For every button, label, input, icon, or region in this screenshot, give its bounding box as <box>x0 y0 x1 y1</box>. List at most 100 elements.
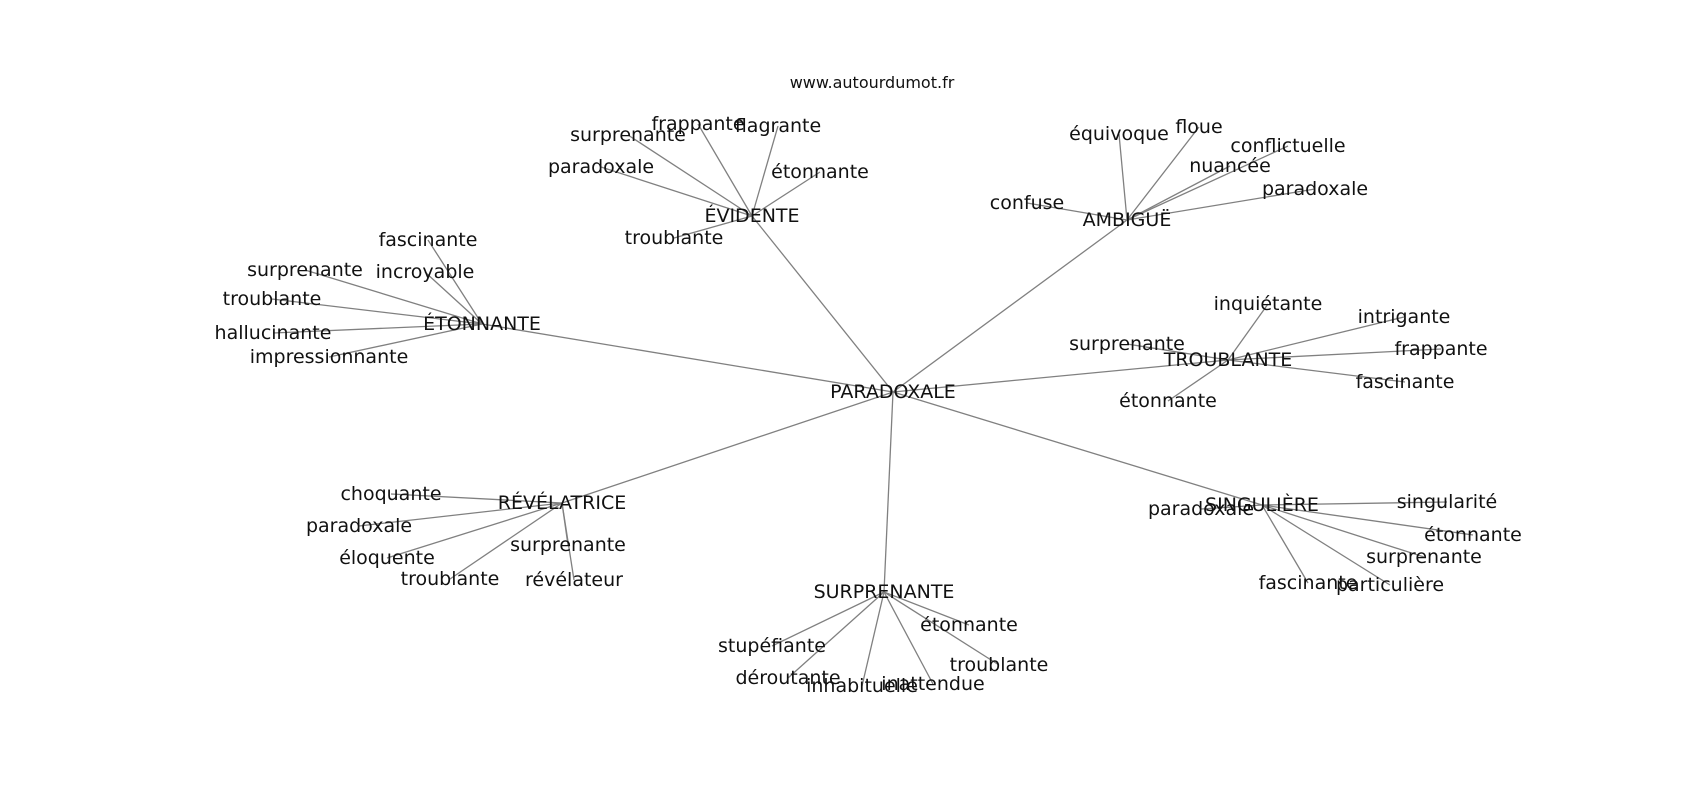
edge-branch-3-leaf-3 <box>1227 348 1442 361</box>
edge-branch-5-leaf-5 <box>1261 504 1391 586</box>
leaf-node-label: singularité <box>1397 491 1497 513</box>
leaf-node-label: fascinante <box>379 229 478 251</box>
edge-branch-4-leaf-1 <box>358 502 563 527</box>
leaf-node-label: particulière <box>1336 574 1444 596</box>
leaf-node-label: confuse <box>990 192 1064 214</box>
edge-branch-5-leaf-3 <box>1261 504 1425 558</box>
branch-node-label: ÉTONNANTE <box>423 312 541 335</box>
edge-branch-6-leaf-0 <box>883 591 970 626</box>
leaf-node-label: surprenante <box>510 534 626 556</box>
edge-branch-2-leaf-3 <box>271 298 483 325</box>
leaf-node-label: étonnante <box>1119 390 1217 412</box>
edge-branch-1-leaf-4 <box>1126 188 1316 221</box>
leaf-node-label: fascinante <box>1259 572 1358 594</box>
leaf-node-label: troublante <box>625 227 724 249</box>
leaf-node-label: floue <box>1175 116 1222 138</box>
graph-labels: PARADOXALEÉVIDENTEfrappanteflagrantesurp… <box>215 113 1522 697</box>
edge-branch-4-leaf-5 <box>561 502 575 581</box>
edge-branch-1-leaf-2 <box>1126 145 1289 221</box>
edge-branch-4-leaf-3 <box>386 502 563 559</box>
edge-center-to-6 <box>883 391 894 593</box>
branch-node-label: SINGULIÈRE <box>1205 493 1319 516</box>
leaf-node-label: étonnante <box>771 161 869 183</box>
edge-branch-6-leaf-5 <box>861 591 885 687</box>
edge-branch-5-leaf-4 <box>1261 504 1309 584</box>
edge-branch-1-leaf-0 <box>1118 133 1128 221</box>
leaf-node-label: fascinante <box>1356 371 1455 393</box>
edge-branch-2-leaf-5 <box>328 323 483 358</box>
leaf-node-label: étonnante <box>1424 524 1522 546</box>
edge-center-to-4 <box>561 391 894 504</box>
edge-branch-2-leaf-4 <box>272 323 483 334</box>
leaf-node-label: impressionnante <box>250 346 409 368</box>
leaf-node-label: troublante <box>401 568 500 590</box>
edge-branch-5-leaf-1 <box>1261 501 1448 506</box>
leaf-node-label: paradoxale <box>1262 178 1368 200</box>
edge-branch-5-leaf-0 <box>1200 504 1263 510</box>
branch-node-label: RÉVÉLATRICE <box>498 491 626 514</box>
edge-branch-3-leaf-4 <box>1227 359 1406 383</box>
leaf-node-label: surprenante <box>1069 333 1185 355</box>
edge-branch-0-leaf-4 <box>751 171 821 217</box>
edge-branch-5-leaf-2 <box>1261 504 1474 536</box>
edge-branch-3-leaf-0 <box>1227 303 1269 361</box>
edge-branch-6-leaf-4 <box>883 591 934 685</box>
edge-center-to-3 <box>892 359 1229 393</box>
leaf-node-label: surprenante <box>1366 546 1482 568</box>
edge-branch-6-leaf-2 <box>883 591 1000 666</box>
leaf-node-label: étonnante <box>920 614 1018 636</box>
edge-branch-1-leaf-3 <box>1126 165 1231 221</box>
edge-branch-0-leaf-3 <box>600 166 753 217</box>
leaf-node-label: flagrante <box>735 115 821 137</box>
leaf-node-label: conflictuelle <box>1230 135 1345 157</box>
edge-branch-3-leaf-5 <box>1167 359 1229 402</box>
edge-branch-2-leaf-0 <box>427 239 483 325</box>
leaf-node-label: frappante <box>651 113 744 135</box>
leaf-node-label: surprenante <box>570 124 686 146</box>
edge-branch-0-leaf-5 <box>673 215 753 239</box>
branch-node-label: SURPRENANTE <box>814 581 955 603</box>
leaf-node-label: révélateur <box>525 569 623 591</box>
leaf-node-label: troublante <box>950 654 1049 676</box>
edge-center-to-1 <box>892 219 1128 393</box>
center-node-label: PARADOXALE <box>830 381 956 403</box>
leaf-node-label: paradoxale <box>1148 498 1254 520</box>
leaf-node-label: choquante <box>340 483 441 505</box>
leaf-node-label: inhabituelle <box>806 675 918 697</box>
branch-node-label: AMBIGUË <box>1083 208 1172 231</box>
edge-branch-2-leaf-1 <box>304 269 483 325</box>
edge-center-to-2 <box>481 323 894 393</box>
graph-edges <box>271 123 1474 687</box>
edge-branch-4-leaf-0 <box>390 493 563 504</box>
leaf-node-label: incroyable <box>376 261 475 283</box>
branch-node-label: TROUBLANTE <box>1163 349 1293 371</box>
leaf-node-label: frappante <box>1394 338 1487 360</box>
edge-branch-1-leaf-5 <box>1026 202 1128 221</box>
leaf-node-label: hallucinante <box>215 322 332 344</box>
leaf-node-label: inquiétante <box>1214 293 1323 315</box>
leaf-node-label: intrigante <box>1358 306 1451 328</box>
leaf-node-label: stupéfiante <box>718 635 826 657</box>
leaf-node-label: équivoque <box>1069 123 1169 145</box>
leaf-node-label: déroutante <box>735 667 840 689</box>
edge-branch-2-leaf-2 <box>424 271 483 325</box>
edge-branch-1-leaf-1 <box>1126 126 1200 221</box>
leaf-node-label: inattendue <box>881 673 984 695</box>
leaf-node-label: éloquente <box>339 547 435 569</box>
edge-branch-3-leaf-2 <box>1126 343 1229 361</box>
edge-branch-6-leaf-1 <box>771 591 885 647</box>
edge-center-to-0 <box>751 215 894 393</box>
edge-branch-6-leaf-3 <box>787 591 885 679</box>
leaf-node-label: surprenante <box>247 259 363 281</box>
branch-node-label: ÉVIDENTE <box>704 204 799 227</box>
leaf-node-label: paradoxale <box>306 515 412 537</box>
edge-center-to-5 <box>892 391 1263 506</box>
watermark: www.autourdumot.fr <box>790 73 955 92</box>
leaf-node-label: troublante <box>223 288 322 310</box>
leaf-node-label: nuancée <box>1189 155 1271 177</box>
edge-branch-4-leaf-4 <box>449 502 563 580</box>
edge-branch-3-leaf-1 <box>1227 316 1405 361</box>
edge-branch-0-leaf-2 <box>627 134 753 217</box>
edge-branch-0-leaf-0 <box>697 123 753 217</box>
leaf-node-label: paradoxale <box>548 156 654 178</box>
